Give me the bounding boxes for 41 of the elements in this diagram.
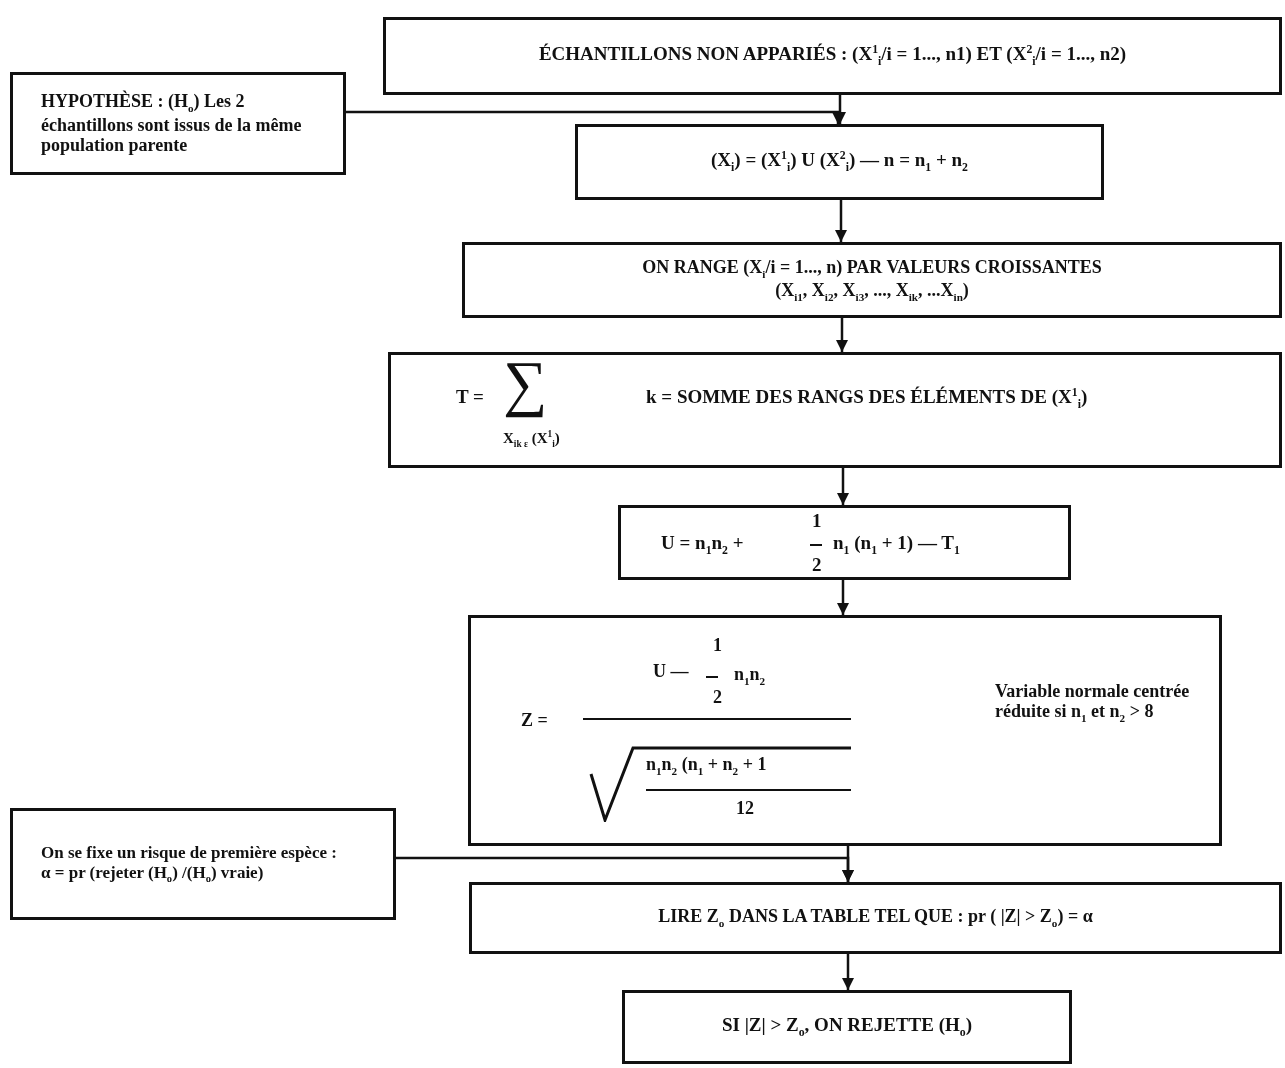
box-text: HYPOTHÈSE : (H$_{o}$) Les 2 échantillons sont issus de la même population parente (41, 91, 303, 156)
formula-text: 2 (812, 555, 822, 576)
formula-text: 1 (713, 636, 722, 656)
process-box (10, 808, 396, 920)
process-box (10, 72, 346, 175)
formula-text: X$_{ik ε}$ (X$^{1}$$_{i}$) (503, 429, 560, 450)
box-text: ON RANGE (X$_{i}$/i = 1..., n) PAR VALEURS CROISSANTES (642, 256, 1102, 280)
formula-text: k = SOMME DES RANGS DES ÉLÉMENTS DE (X$^{1}$$_{i}$) (646, 387, 1088, 413)
formula-text: 12 (736, 799, 754, 819)
formula-text: T = (456, 387, 484, 408)
box-text: ÉCHANTILLONS NON APPARIÉS : (X$^{1}$$_{i}$/i = 1..., n1) ET (X$^{2}$$_{i}$/i = 1..., n2) (538, 43, 1127, 69)
formula-text: n$_{1}$n$_{2}$ (n$_{1}$ + n$_{2}$ + 1 (646, 755, 767, 777)
arrow (836, 468, 850, 505)
process-box (575, 124, 1104, 200)
process-box (388, 352, 1282, 468)
arrow (834, 200, 848, 242)
formula-text: U — (653, 662, 689, 682)
formula-text: 1 (812, 511, 822, 532)
box-text: LIRE Z$_{o}$ DANS LA TABLE TEL QUE : pr ( |Z| > Z$_{o}$) = α (658, 906, 1093, 930)
summation-sign: ∑ (503, 349, 548, 418)
process-box (462, 242, 1282, 318)
box-text: (X$_{i1}$, X$_{i2}$, X$_{i3}$, ..., X$_{ik}$, ...X$_{in}$) (775, 280, 969, 304)
formula-text: n$_{1}$n$_{2}$ (734, 665, 766, 687)
process-box (618, 505, 1071, 580)
formula-text: n$_{1}$ (n$_{1}$ + 1) — T$_{1}$ (833, 533, 960, 558)
process-box (383, 17, 1282, 95)
process-box (469, 882, 1282, 954)
box-text: (X$_{i}$) = (X$^{1}$$_{i}$) U (X$^{2}$$_{i}$) — n = n$_{1}$ + n$_{2}$ (711, 149, 968, 175)
arrow (396, 856, 855, 882)
box-text: α = pr (rejeter (H$_{o}$) /(H$_{o}$) vraie) (41, 862, 264, 886)
process-box (468, 615, 1222, 846)
arrow (835, 318, 849, 352)
formula-text: 2 (713, 688, 722, 708)
arrow (836, 580, 850, 615)
formula-text: U = n$_{1}$n$_{2}$ + (661, 533, 744, 558)
formula-text: Z = (521, 711, 548, 731)
arrow (841, 954, 855, 990)
box-text: On se fixe un risque de première espèce : (41, 842, 337, 863)
box-text: SI |Z| > Z$_{o}$, ON REJETTE (H$_{o}$) (721, 1014, 973, 1040)
process-box (622, 990, 1072, 1064)
formula-text: Variable normale centrée réduite si n$_{1}$ et n$_{2}$ > 8 (995, 682, 1191, 724)
